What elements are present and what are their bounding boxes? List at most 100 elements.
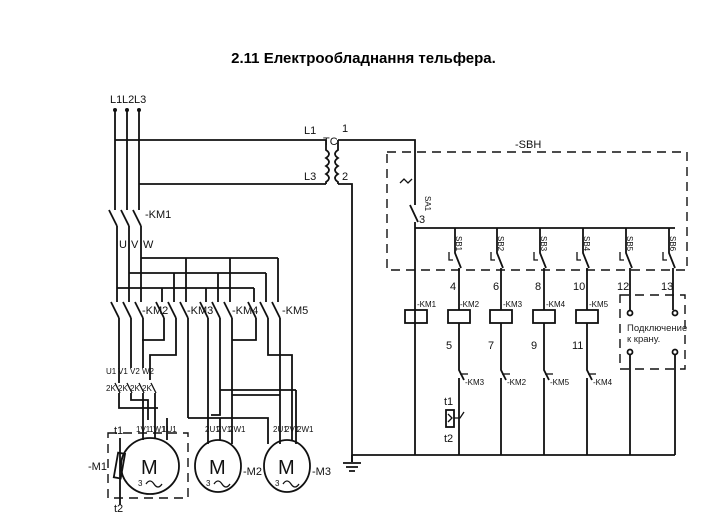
motor-m1-letter: M [141, 457, 158, 479]
motor-m2-letter: M [209, 457, 226, 479]
phase-label-l2: L2 [122, 94, 134, 106]
terminal-v2: V2 [130, 367, 140, 376]
button-sb1: SB1 [448, 228, 463, 310]
motor-m2-terminal-3: 2W1 [229, 425, 246, 434]
phase-label-l1: L1 [110, 94, 122, 106]
crane-note-line1: Подключение [627, 323, 687, 334]
motor-m1-t2: t2 [114, 503, 123, 515]
motor-m3-terminal-3: 2W1 [297, 425, 314, 434]
coil-km5 [575, 309, 599, 324]
button-sb2: SB2 [490, 228, 505, 310]
motor-m1-phase: 3 [138, 479, 143, 488]
thermal-t2: t2 [444, 433, 453, 445]
motor-m2: M 3 2U1 2V1 2W1 -M2 [194, 395, 262, 493]
interlock-km3-label: -KM3 [465, 378, 485, 387]
motor-m3: M 3 2U1 2V1 2W1 -M3 [188, 390, 331, 493]
node-11: 11 [572, 340, 583, 352]
transformer-tc: L1 L3 TC 1 2 [304, 123, 416, 462]
transformer-secondary-1: 1 [342, 123, 348, 135]
km2-power-label: -KM2 [142, 305, 168, 317]
terminal-v1: V1 [118, 367, 128, 376]
km3-power-label: -KM3 [187, 305, 213, 317]
crane-terminal-1 [626, 309, 634, 317]
km5-power-label: -KM5 [282, 305, 308, 317]
crane-terminal-3 [626, 348, 634, 356]
output-u: U [119, 239, 127, 251]
motor-m2-label: -M2 [243, 466, 262, 478]
key-switch-label: SA1 [423, 196, 432, 212]
crane-connection-box [619, 294, 686, 370]
node-8: 8 [535, 281, 541, 293]
interlock-km5-label: -KM5 [550, 378, 570, 387]
control-circuit: -SBH SA1 3 SB1 SB2 SB3 SB4 [352, 139, 688, 456]
interlock-km2-label: -KM2 [507, 378, 527, 387]
motor-m1-terminal-2: 1W1 [149, 425, 166, 434]
motor-m1-thermistor [112, 451, 127, 480]
button-sb2-label: SB2 [496, 236, 505, 252]
output-v: V [131, 239, 139, 251]
node-5: 5 [446, 340, 452, 352]
motor-m3-phase: 3 [275, 479, 280, 488]
coil-km3 [489, 309, 513, 324]
output-w: W [143, 239, 154, 251]
button-sb3-label: SB3 [539, 236, 548, 252]
node-10: 10 [573, 281, 585, 293]
motor-m1-enclosure [107, 432, 189, 499]
diagram-title: 2.11 Електрообладнання тельфера. [231, 50, 496, 67]
motor-m2-terminal-1: 2U1 [205, 425, 220, 434]
thermal-t1: t1 [444, 396, 453, 408]
motor-m1-symbol [120, 437, 180, 495]
transformer-primary-l1: L1 [304, 125, 316, 137]
coil-km2 [447, 309, 471, 324]
terminal-u1: U1 [106, 367, 117, 376]
transformer-primary-l3: L3 [304, 171, 316, 183]
button-sb1-label: SB1 [454, 236, 463, 252]
node-7: 7 [488, 340, 494, 352]
motor-m2-terminal-2: 2V1 [217, 425, 232, 434]
terminal-w2: W2 [142, 367, 155, 376]
coil-km4 [532, 309, 556, 324]
node-4: 4 [450, 281, 456, 293]
motor-m2-symbol [194, 439, 242, 493]
node-13: 13 [661, 281, 673, 293]
crane-terminal-4 [671, 348, 679, 356]
coil-km4-label: -KM4 [546, 300, 566, 309]
motor-m3-symbol [263, 439, 311, 493]
switch-label-4: 2K [142, 384, 152, 393]
node-3: 3 [419, 214, 425, 226]
node-9: 9 [531, 340, 537, 352]
motor-m1-t1: t1 [114, 425, 123, 437]
coil-km3-label: -KM3 [503, 300, 523, 309]
coil-km2-label: -KM2 [460, 300, 480, 309]
ground-symbol [343, 455, 361, 472]
switch-label-2: 2K [118, 384, 128, 393]
phase-label-l3: L3 [134, 94, 146, 106]
motor-m3-label: -M3 [312, 466, 331, 478]
crane-note-line2: к крану. [627, 334, 660, 345]
button-sb5-label: SB5 [625, 236, 634, 252]
node-12: 12 [617, 281, 629, 293]
motor-m1-label: -M1 [88, 461, 107, 473]
crane-terminal-2 [671, 309, 679, 317]
button-sb4-label: SB4 [582, 236, 591, 252]
coil-km1-label: -KM1 [417, 300, 437, 309]
button-sb4: SB4 [576, 228, 591, 310]
motor-m2-phase: 3 [206, 479, 211, 488]
node-6: 6 [493, 281, 499, 293]
switch-label-1: 2K [106, 384, 116, 393]
sbh-panel-border [386, 151, 688, 271]
motor-m1: M 3 1V1 1W1 1U1 t1 t2 -M1 [88, 418, 189, 515]
power-circuit: L1 L2 L3 -KM1 U V W -KM2 -KM3 -KM4 -KM5 [106, 94, 326, 420]
thermal-relay [445, 409, 455, 428]
motor-m3-letter: M [278, 457, 295, 479]
button-sb3: SB3 [533, 228, 548, 310]
coil-km1 [404, 309, 428, 324]
km1-power-label: -KM1 [145, 209, 171, 221]
interlock-km4-label: -KM4 [593, 378, 613, 387]
transformer-secondary-2: 2 [342, 171, 348, 183]
button-sb5: SB5 [619, 228, 634, 310]
sbh-panel-label: -SBH [515, 139, 541, 151]
coil-km5-label: -KM5 [589, 300, 609, 309]
motor-m1-terminal-3: 1U1 [162, 425, 177, 434]
